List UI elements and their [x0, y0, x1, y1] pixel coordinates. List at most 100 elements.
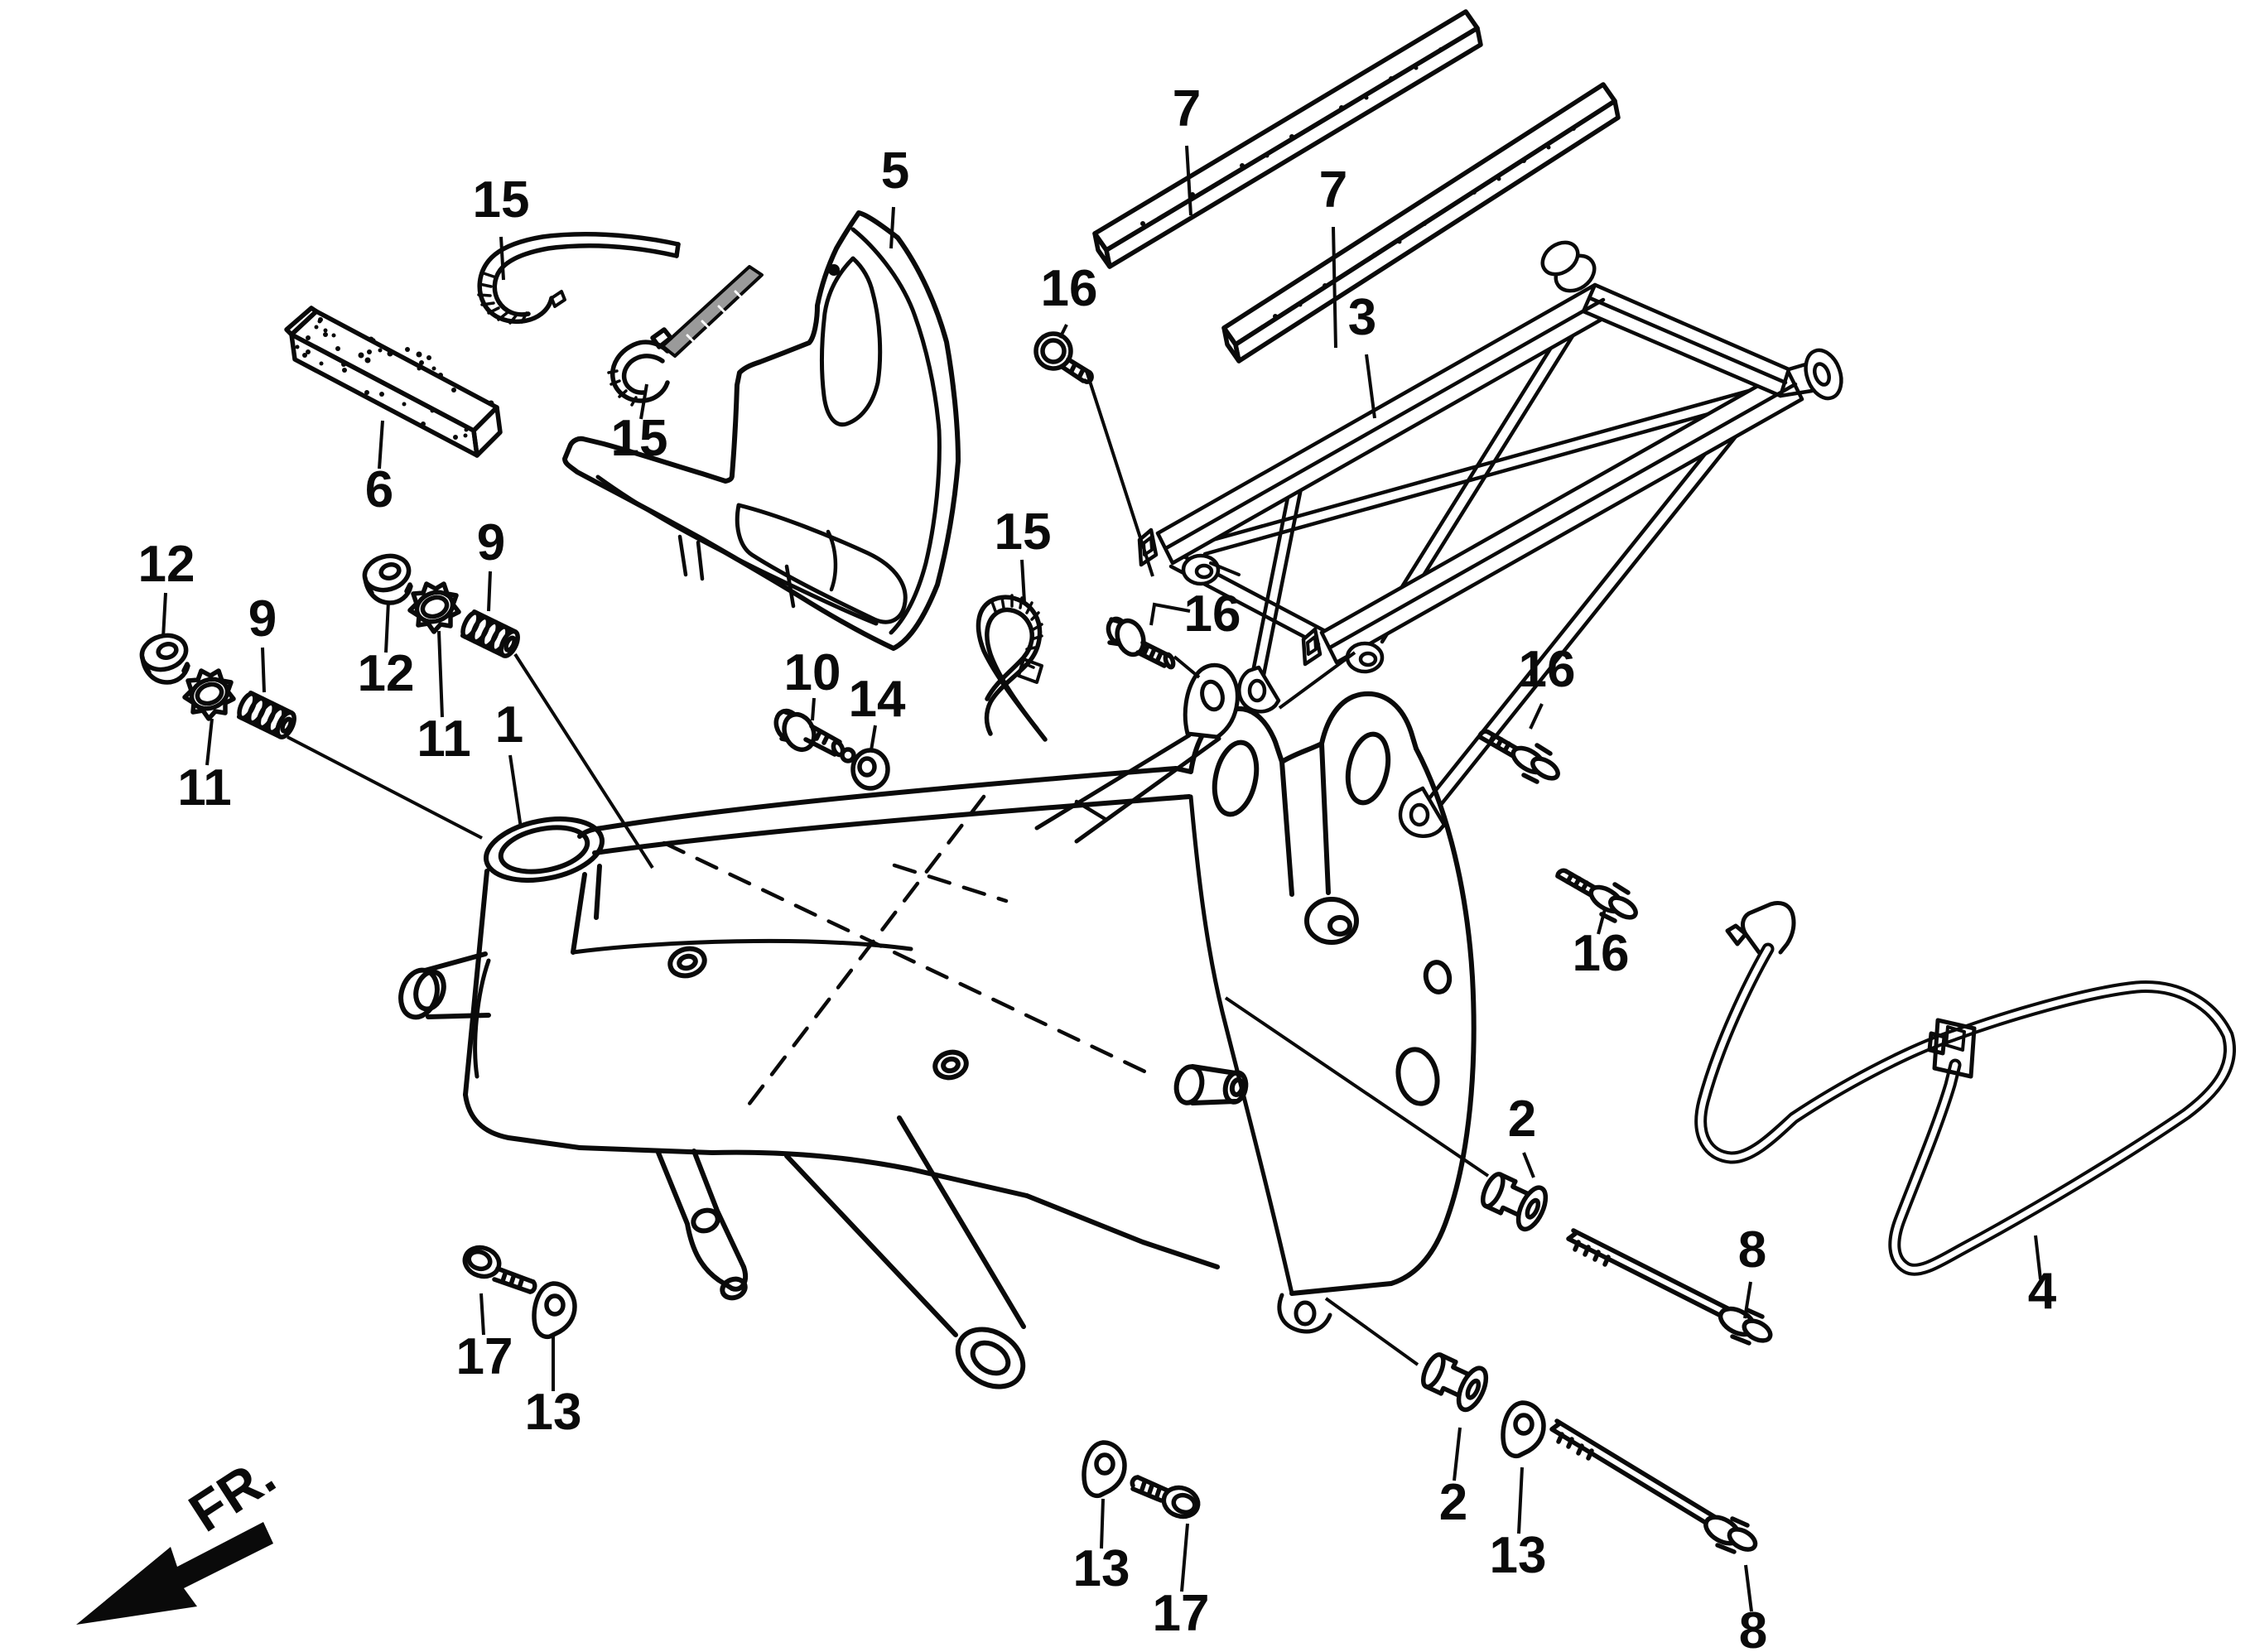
- leader-washer-eyelet-c: [1517, 1467, 1524, 1534]
- callout-bolt-flange-a: 16: [1041, 260, 1098, 317]
- callout-spring-left: 9: [248, 590, 277, 648]
- part-7-rubber-strip-a: [1092, 9, 1483, 269]
- leader-bolt-long-upper: [1743, 1281, 1752, 1319]
- callout-bolt-long-upper: 8: [1738, 1221, 1766, 1279]
- callout-washer-plain: 14: [849, 671, 906, 728]
- leader-nut-star-right: [437, 630, 444, 718]
- leader-cover-inner: [889, 206, 895, 249]
- leader-loop-stay: [2034, 1235, 2042, 1280]
- leader-nut-cap-left: [161, 592, 167, 638]
- part-5-inner-cover: [562, 210, 961, 651]
- part-15b-strap-ribs: [686, 290, 747, 347]
- leader-nut-star-left: [205, 718, 214, 766]
- part-13-eyelet-b: [1082, 1440, 1127, 1499]
- part-15-band-a: [477, 232, 681, 325]
- callout-nut-cap-right: 12: [358, 645, 415, 702]
- part-13-eyelet-a: [532, 1281, 577, 1340]
- callout-band-wire-c: 15: [995, 503, 1052, 561]
- leader-strip-seat-rubber-b: [1332, 226, 1337, 349]
- callout-bolt-flange-d: 16: [1573, 925, 1630, 982]
- leader-bolt-setting: [811, 697, 816, 721]
- leader-washer-plain: [870, 725, 877, 751]
- part-7a-speckles: [1140, 47, 1443, 226]
- callout-nut-cap-left: 12: [138, 536, 195, 593]
- leader-bolt-flange-b: [1149, 602, 1191, 626]
- callout-bolt-flange-e: 17: [456, 1328, 513, 1385]
- part-15c-ribs: [990, 594, 1043, 651]
- callout-bolt-setting: 10: [784, 644, 841, 701]
- callout-main-frame: 1: [495, 696, 523, 754]
- frame-weld-nut-a: [667, 946, 707, 979]
- frame-weld-nut-b: [932, 1049, 969, 1081]
- callout-cover-inner: 5: [881, 142, 909, 200]
- callout-washer-eyelet-a: 13: [525, 1384, 582, 1441]
- part-16-bolt-c: [1477, 729, 1560, 784]
- part-15a-ribs: [477, 272, 528, 325]
- placement-line-frame-to-collar-lower: [1324, 1297, 1419, 1366]
- leader-collar-lower: [1453, 1427, 1462, 1481]
- placement-line-bolt16b-to-frame: [1173, 655, 1201, 679]
- part-3-subframe: [1137, 240, 1843, 838]
- part-16-bolt-a: [1033, 331, 1094, 384]
- placement-line-spring-right-to-frame: [513, 653, 654, 869]
- part-8-bolt-a: [1566, 1228, 1773, 1346]
- leader-collar-upper: [1522, 1152, 1535, 1178]
- frame-boss-upper: [1304, 897, 1359, 945]
- leader-strip-seat-rubber-a: [1185, 145, 1192, 216]
- part-7b-speckles: [1273, 126, 1576, 319]
- part-2-collar-lower: [1421, 1352, 1489, 1413]
- callout-subframe-rear: 3: [1348, 289, 1376, 346]
- part-15-band-b: [607, 265, 764, 407]
- part-17-bolt-a: [462, 1245, 537, 1294]
- part-11-star-nut-right: [407, 581, 461, 634]
- leader-main-frame: [508, 754, 523, 829]
- callout-band-wire-a: 15: [473, 171, 530, 229]
- callout-washer-eyelet-c: 13: [1490, 1527, 1547, 1584]
- leader-subframe-rear: [1365, 354, 1376, 419]
- part-6-rubber-strip: [284, 306, 503, 458]
- leader-spring-right: [487, 571, 492, 612]
- part-16-bolt-d: [1555, 868, 1638, 923]
- frame-upper-bracket: [1034, 662, 1240, 844]
- leader-bolt-flange-f: [1180, 1523, 1189, 1592]
- part-9-spring-right: [460, 609, 520, 658]
- leader-bolt-flange-e: [479, 1293, 485, 1336]
- callout-collar-lower: 2: [1439, 1474, 1467, 1531]
- part-12-cap-nut-left: [139, 633, 190, 685]
- part-13-eyelet-c: [1501, 1400, 1546, 1459]
- part-16-bolt-b: [1106, 616, 1176, 670]
- part-4-loop-stay: [1694, 900, 2237, 1276]
- subframe-strut-tabs: [1237, 665, 1447, 838]
- callout-loop-stay: 4: [2028, 1263, 2057, 1320]
- part-11-star-nut-left: [182, 668, 236, 721]
- leader-band-wire-c: [1020, 559, 1026, 603]
- leader-bolt-flange-a: [1058, 324, 1068, 339]
- part-1-main-frame: [398, 662, 1477, 1390]
- callout-band-wire-b: 15: [611, 410, 668, 467]
- callout-collar-upper: 2: [1508, 1091, 1536, 1148]
- frame-boss-mid: [1173, 1064, 1249, 1105]
- callout-strip-seat-rubber-b: 7: [1319, 161, 1347, 219]
- callout-washer-eyelet-b: 13: [1073, 1540, 1130, 1597]
- subframe-top-bushing: [1540, 240, 1597, 293]
- parts-artwork: [139, 9, 2237, 1554]
- callout-nut-star-left: 11: [177, 759, 232, 816]
- part-15-band-c: [976, 594, 1048, 742]
- part-10-bolt: [773, 708, 856, 763]
- callout-bolt-flange-c: 16: [1519, 641, 1576, 698]
- fr-arrow: [76, 1522, 273, 1625]
- leader-washer-eyelet-b: [1100, 1498, 1105, 1549]
- placement-line-spring-left-to-frame: [287, 735, 483, 840]
- frame-hidden-lines: [662, 794, 1158, 1114]
- placement-line-frame-to-collar-upper: [1224, 996, 1490, 1178]
- frame-lower-lugs: [1277, 1293, 1332, 1334]
- leader-nut-cap-right: [384, 600, 390, 653]
- part-9-spring-left: [236, 691, 296, 739]
- leader-band-wire-b: [639, 383, 648, 420]
- callout-nut-star-right: 11: [417, 710, 471, 768]
- placement-line-subframe-to-frame: [1278, 651, 1356, 710]
- part-2-collar-upper: [1481, 1172, 1549, 1232]
